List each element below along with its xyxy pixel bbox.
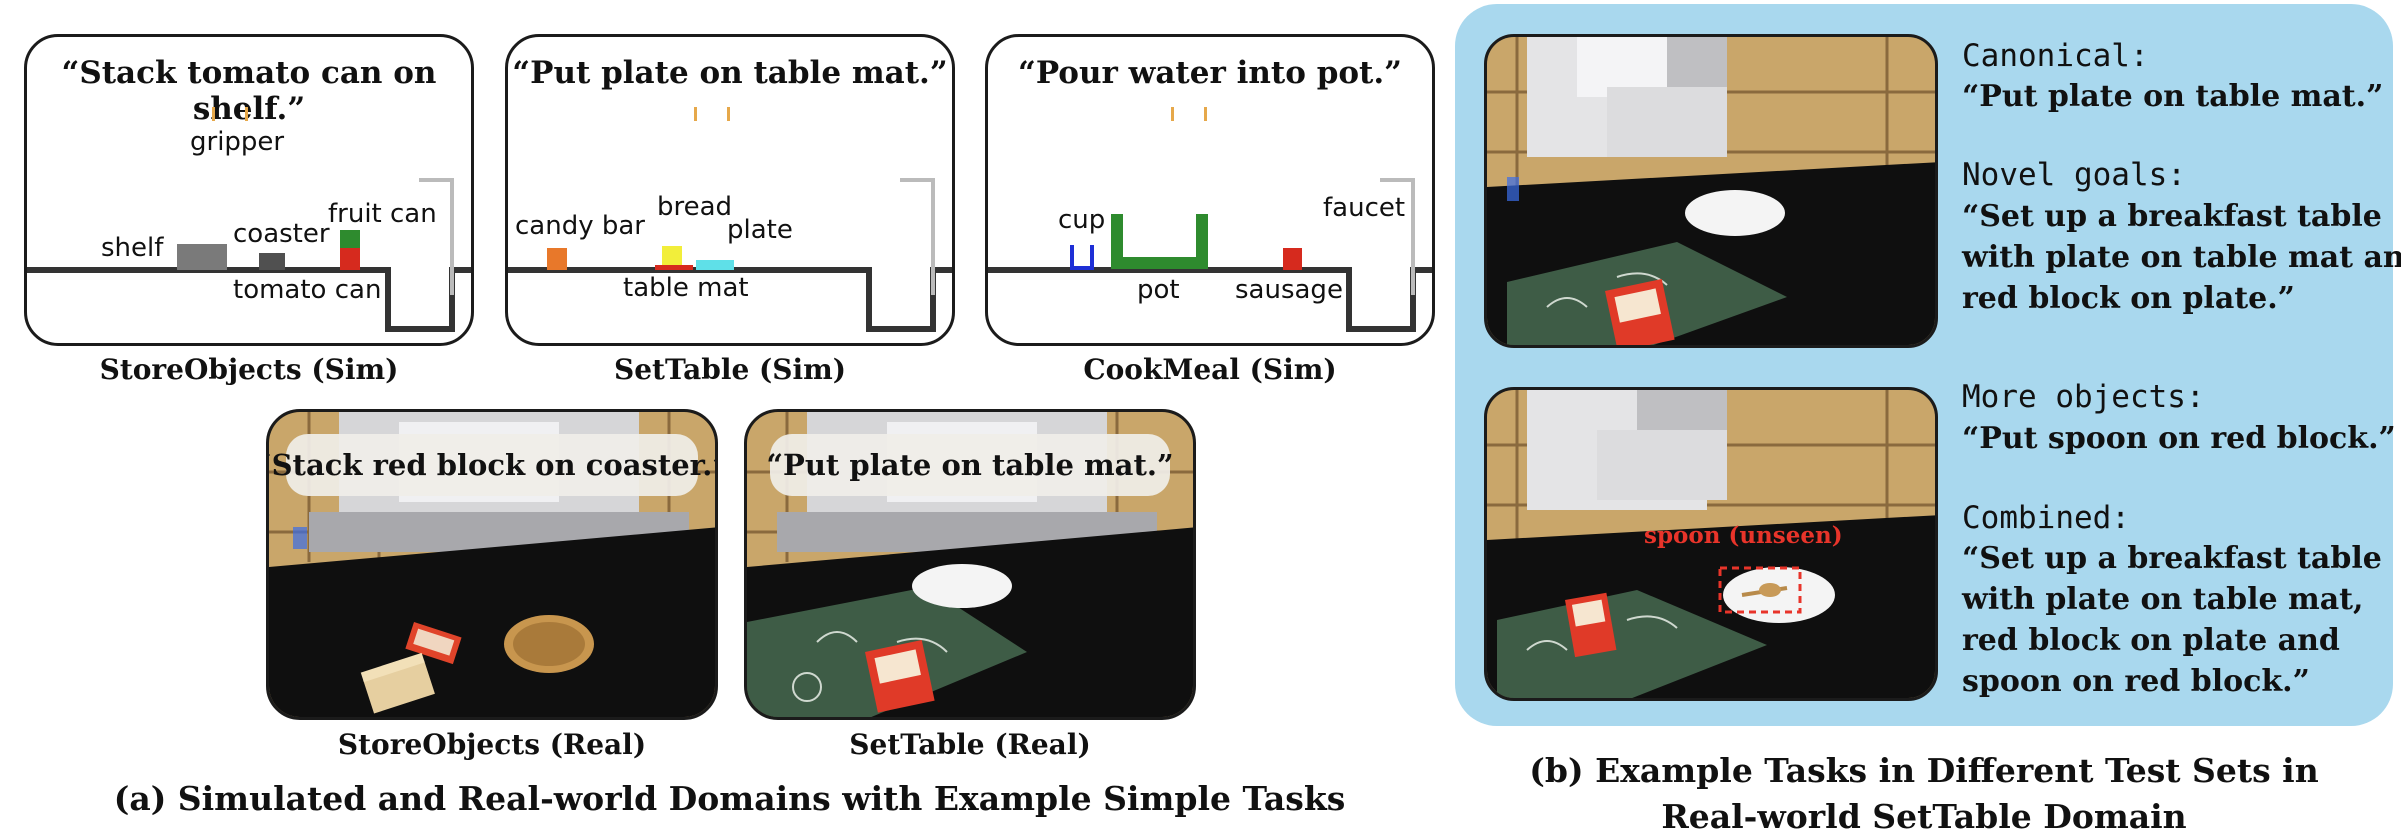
table-mat-shape [655, 265, 693, 270]
faucet-shape [1380, 178, 1415, 295]
coaster-shape [259, 253, 285, 270]
cup-shape [1070, 245, 1094, 270]
gripper-shape [212, 107, 248, 121]
plate-label: plate [727, 215, 793, 245]
novel-goals-line-2: with plate on table mat and [1962, 240, 2401, 275]
panel-b-caption-line-1: (b) Example Tasks in Different Test Sets… [1529, 751, 2319, 790]
sim-cookmeal-panel: “Pour water into pot.” cup pot sausage f… [985, 34, 1435, 346]
panel-b-caption-line-2: Real-world SetTable Domain [1661, 797, 2187, 836]
table-counter-line [988, 267, 1432, 332]
panel-a-caption: (a) Simulated and Real-world Domains wit… [113, 779, 1346, 818]
faucet-label: faucet [1323, 193, 1406, 223]
sim-storeobjects-scene [27, 107, 471, 332]
combined-line-4: spoon on red block.” [1962, 664, 2310, 699]
more-objects-text: “Put spoon on red block.” [1962, 421, 2396, 456]
real-settable-photo: “Put plate on table mat.” [744, 409, 1196, 720]
real-storeobjects-caption: StoreObjects (Real) [337, 728, 647, 761]
spoon-unseen-label: spoon (unseen) [1644, 522, 1843, 549]
combined-line-3: red block on plate and [1962, 623, 2340, 658]
more-objects-heading: More objects: [1962, 379, 2205, 415]
combined-line-2: with plate on table mat, [1962, 582, 2364, 617]
sim-cookmeal-instruction: “Pour water into pot.” [1018, 55, 1402, 91]
shelf-label: shelf [101, 233, 164, 263]
sim-settable-scene [508, 107, 952, 332]
bread-shape [662, 246, 682, 265]
real-storeobjects-photo: “Stack red block on coaster.” [266, 409, 718, 720]
settable-combined-photo: spoon (unseen) [1484, 387, 1938, 701]
pot-label: pot [1137, 275, 1180, 305]
sausage-shape [1283, 248, 1302, 270]
candy-bar-label: candy bar [515, 211, 645, 241]
shelf-shape [177, 244, 227, 270]
sim-cookmeal-scene [988, 107, 1432, 332]
sim-settable-panel: “Put plate on table mat.” candy bar brea… [505, 34, 955, 346]
gripper-shape [1171, 107, 1207, 121]
novel-goals-heading: Novel goals: [1962, 157, 2186, 193]
canonical-heading: Canonical: [1962, 38, 2149, 74]
spoon-highlight-box [1718, 566, 1802, 614]
gripper-label: gripper [190, 127, 285, 157]
tomato-can-label: tomato can [233, 275, 382, 305]
gripper-shape [694, 107, 730, 121]
faucet-shape [419, 178, 454, 295]
sim-storeobjects-panel: “Stack tomato can on shelf.” gripper she… [24, 34, 474, 346]
faucet-shape [900, 178, 935, 295]
cup-label: cup [1058, 205, 1106, 235]
sim-settable-instruction: “Put plate on table mat.” [512, 55, 948, 91]
combined-line-1: “Set up a breakfast table [1962, 541, 2382, 576]
plate-shape [696, 260, 734, 270]
fruit-can-label: fruit can [328, 199, 437, 229]
coaster-label: coaster [233, 219, 330, 249]
sausage-label: sausage [1235, 275, 1343, 305]
canonical-text: “Put plate on table mat.” [1962, 79, 2384, 114]
real-settable-instruction: “Put plate on table mat.” [766, 434, 1174, 496]
fruit-can-top-shape [340, 230, 360, 248]
sim-cookmeal-caption: CookMeal (Sim) [1083, 353, 1337, 386]
novel-goals-line-3: red block on plate.” [1962, 281, 2295, 316]
combined-heading: Combined: [1962, 500, 2130, 536]
pot-shape [1111, 214, 1208, 269]
sim-storeobjects-caption: StoreObjects (Sim) [99, 353, 399, 386]
real-settable-caption: SetTable (Real) [849, 728, 1091, 761]
settable-canonical-photo [1484, 34, 1938, 348]
sim-settable-caption: SetTable (Sim) [613, 353, 847, 386]
table-counter-line [27, 267, 471, 332]
table-mat-label: table mat [623, 273, 749, 303]
fruit-can-bottom-shape [340, 248, 360, 270]
candy-bar-shape [547, 248, 567, 270]
bread-label: bread [657, 192, 733, 222]
sim-storeobjects-instruction: “Stack tomato can on shelf.” [61, 55, 437, 127]
real-storeobjects-instruction: “Stack red block on coaster.” [269, 434, 715, 496]
novel-goals-line-1: “Set up a breakfast table [1962, 199, 2382, 234]
settable-canonical-scene [1487, 37, 1935, 345]
table-counter-line [508, 267, 952, 332]
settable-combined-scene [1487, 390, 1935, 698]
